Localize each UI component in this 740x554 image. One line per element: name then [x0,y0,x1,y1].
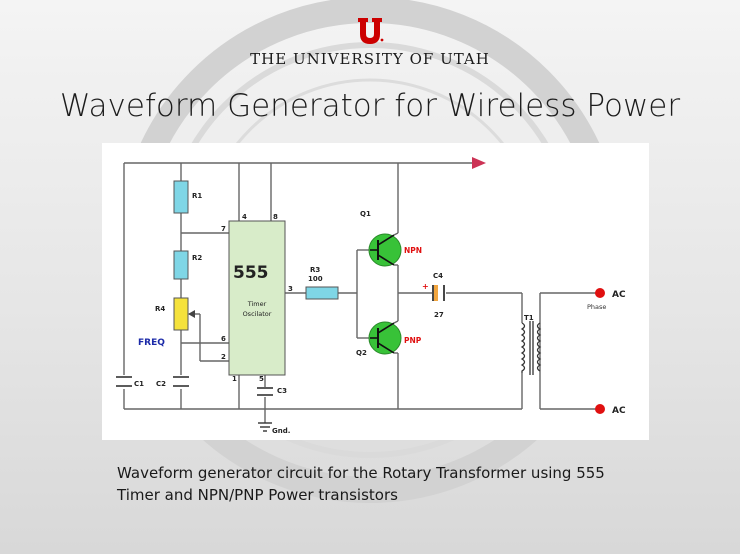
label-r4: R4 [155,305,165,313]
label-q2: Q2 [356,349,367,357]
label-c4: C4 [433,272,443,280]
caption-line-1: Waveform generator circuit for the Rotar… [117,464,605,482]
circuit-schematic: R1 R2 R4 FREQ C1 C2 C3 Gnd. 555 Timer Os… [116,157,626,435]
label-c1: C1 [134,380,144,388]
resistor-r3 [305,286,339,300]
label-pin-5: 5 [259,375,264,383]
label-r1: R1 [192,192,202,200]
transistor-q1-npn [368,232,402,267]
label-pin-7: 7 [221,225,226,233]
label-t1: T1 [524,314,534,322]
label-r2: R2 [192,254,202,262]
label-c4-value: 27 [434,311,444,319]
label-ac-bottom: AC [612,406,626,416]
slide-title: Waveform Generator for Wireless Power [59,88,681,124]
label-pin-8: 8 [273,213,278,221]
capacitor-c1 [116,376,132,387]
label-pin-4: 4 [242,213,247,221]
label-pin-1: 1 [232,375,237,383]
ac-terminal-bottom [595,404,605,414]
university-logo [0,16,740,50]
wires [123,162,600,423]
label-c2: C2 [156,380,166,388]
ic-555 [228,220,286,376]
label-ic-555: 555 [233,263,269,283]
circuit-diagram: R1 R2 R4 FREQ C1 C2 C3 Gnd. 555 Timer Os… [102,143,649,440]
label-pin-3: 3 [288,285,293,293]
transformer-t1 [520,321,542,375]
capacitor-c3 [257,387,273,396]
label-r3-value: 100 [308,275,323,283]
resistor-r2 [173,250,189,280]
capacitor-c4 [432,285,445,301]
label-q1: Q1 [360,210,371,218]
label-ic-timer: Timer [247,300,267,308]
capacitor-c2 [173,376,189,387]
transistor-q2-pnp [368,320,402,355]
label-ic-oscilator: Oscilator [243,310,272,318]
block-u-icon [358,18,384,44]
label-pin-2: 2 [221,353,226,361]
label-c3: C3 [277,387,287,395]
resistor-r1 [173,180,189,214]
label-phase: Phase [587,303,606,311]
ac-terminal-top [595,288,605,298]
potentiometer-r4 [173,297,189,331]
caption-line-2: Timer and NPN/PNP Power transistors [117,486,398,504]
label-r3: R3 [310,266,320,274]
label-pin-6: 6 [221,335,226,343]
capacitor-c4-fill [434,285,438,301]
label-gnd: Gnd. [272,427,290,435]
label-ac-top: AC [612,290,626,300]
output-arrow [472,157,486,169]
label-pnp: PNP [404,336,422,345]
diagram-caption: Waveform generator circuit for the Rotar… [117,462,677,506]
pot-wiper-arrow [188,310,195,318]
university-name: THE UNIVERSITY OF UTAH [250,50,490,68]
label-c4-plus: + [422,282,429,291]
label-freq: FREQ [138,338,165,348]
label-npn: NPN [404,246,422,255]
ground-symbol [258,422,272,432]
